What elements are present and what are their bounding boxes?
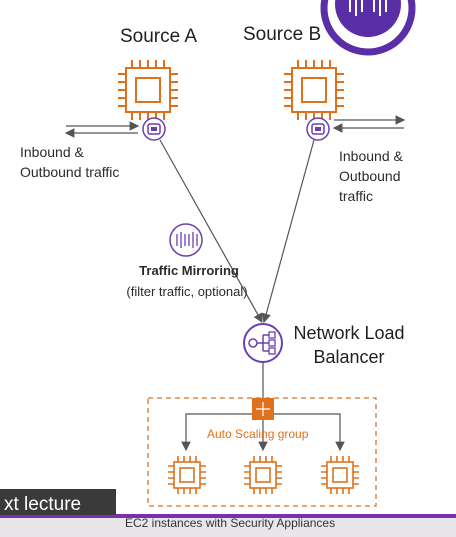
video-progress-bar[interactable] (0, 514, 456, 518)
left-traffic-arrows (64, 121, 140, 138)
eni-icon-source-b (306, 117, 330, 141)
ec2-instance-icon-2 (244, 456, 282, 494)
video-bottom-bar (0, 514, 456, 537)
eni-icon-source-a (142, 117, 166, 141)
traffic-mirroring-subtitle: (filter traffic, optional) (126, 284, 248, 299)
mirror-line-a (159, 139, 263, 324)
ec2-chip-icon-source-a (118, 60, 178, 120)
auto-scaling-icon (252, 398, 274, 420)
left-traffic-line2: Outbound traffic (20, 164, 120, 180)
right-traffic-line3: traffic (339, 188, 373, 204)
right-traffic-arrows (332, 115, 406, 133)
mirror-line-b (261, 139, 315, 324)
traffic-mirroring-title: Traffic Mirroring (139, 263, 239, 278)
traffic-mirroring-icon (169, 223, 203, 257)
right-traffic-label: Inbound & Outbound traffic (339, 146, 403, 206)
right-traffic-line1: Inbound & (339, 148, 403, 164)
left-traffic-line1: Inbound & (20, 144, 84, 160)
ec2-instance-icon-3 (321, 456, 359, 494)
left-traffic-label: Inbound & Outbound traffic (20, 142, 119, 182)
ec2-chip-icon-source-b (284, 60, 344, 120)
ec2-caption: EC2 instances with Security Appliances (125, 516, 336, 530)
ec2-instance-icon-1 (168, 456, 206, 494)
source-b-label: Source B (243, 24, 322, 45)
auto-scaling-group-label: Auto Scaling group (207, 427, 309, 441)
nlb-label: Network Load Balancer (284, 321, 414, 369)
right-traffic-line2: Outbound (339, 168, 401, 184)
asg-distribution-lines (181, 413, 345, 452)
network-load-balancer-icon (243, 323, 283, 363)
source-a-label: Source A (120, 26, 198, 47)
nlb-label-line2: Balancer (313, 347, 385, 367)
nlb-label-line1: Network Load (293, 323, 405, 343)
auto-scaling-group-box (147, 397, 377, 507)
traffic-mirroring-large-icon (320, 0, 416, 56)
next-lecture-button[interactable]: xt lecture (0, 489, 116, 515)
